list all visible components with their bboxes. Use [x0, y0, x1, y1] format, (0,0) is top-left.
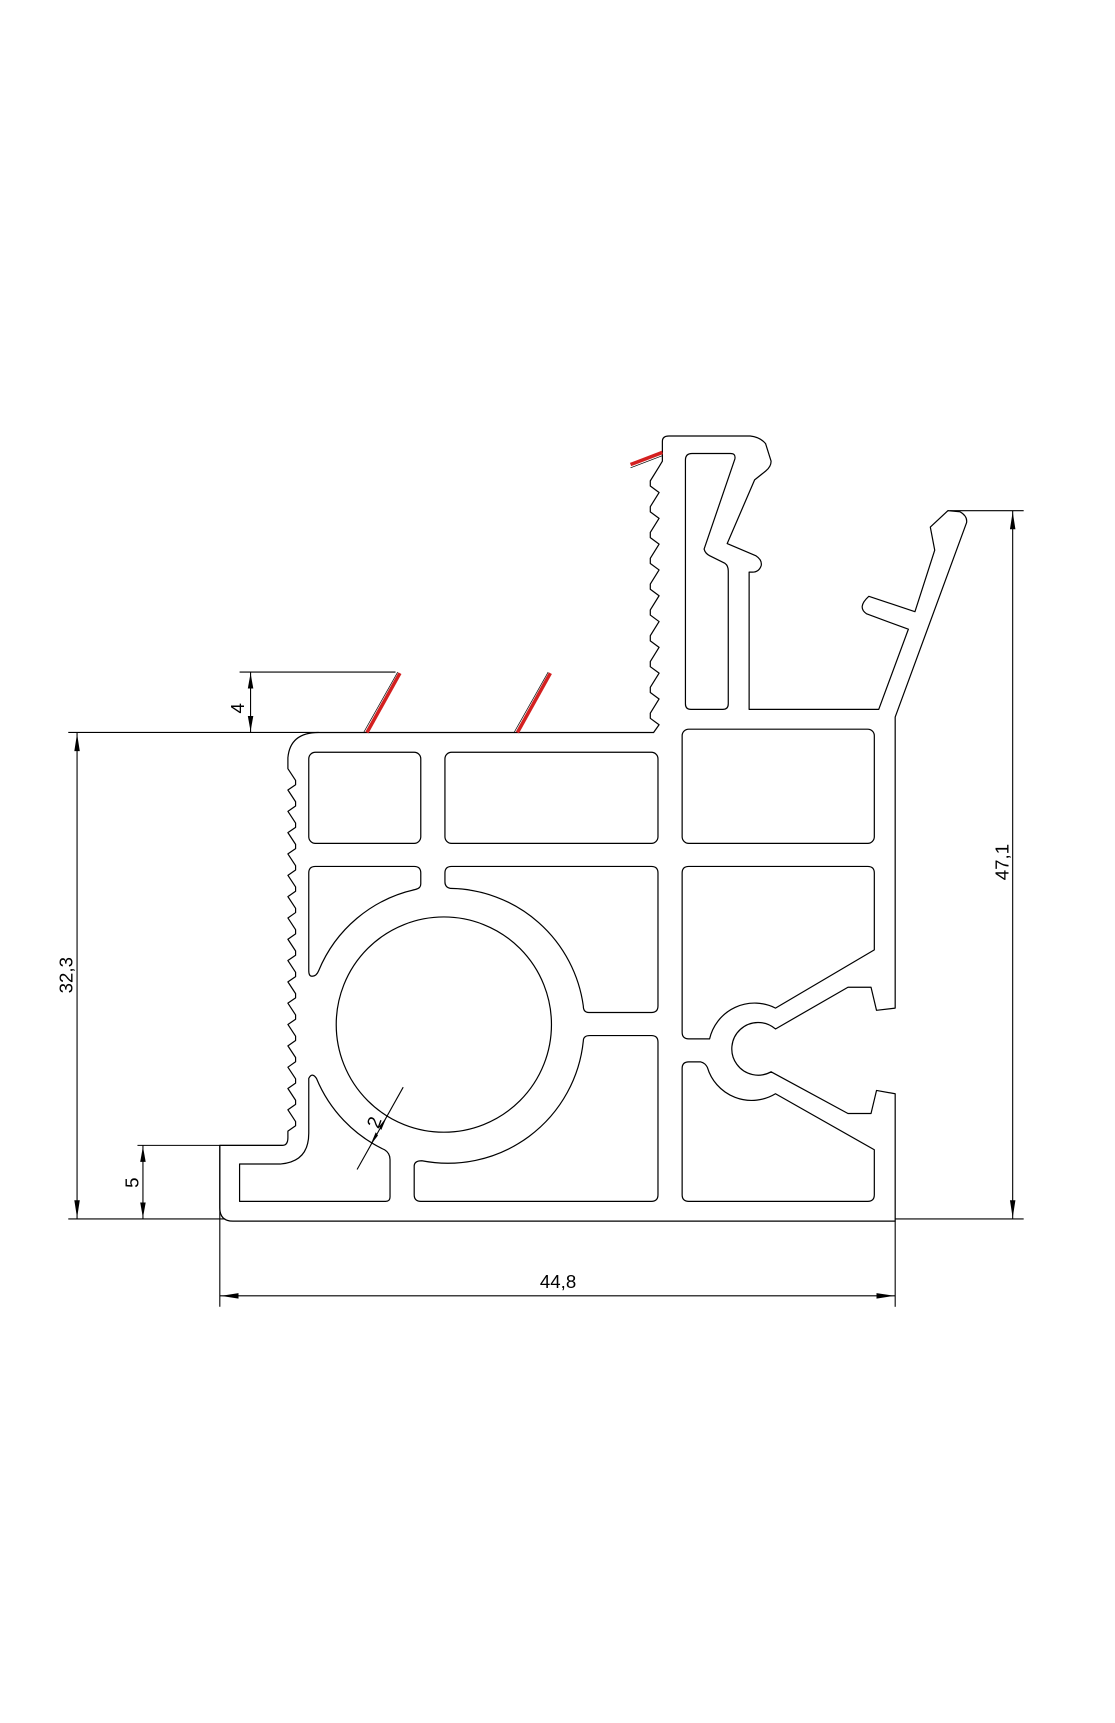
dimension-label-47-1: 47,1 [991, 844, 1012, 880]
dimension-width-total: 44,8 [219, 1145, 896, 1307]
seal-strip-left [365, 672, 402, 734]
cavity-second-middle [444, 865, 659, 1014]
cavity-bottom-left [238, 1074, 391, 1202]
dimension-label-5: 5 [122, 1178, 143, 1188]
cavity-top-middle [444, 751, 659, 844]
dimension-foot-height: 5 [122, 1144, 283, 1219]
seal-strip-top [629, 450, 663, 467]
cavity-second-left [308, 865, 422, 977]
seal-strips [363, 450, 663, 734]
dimension-wall-thickness: 2 [356, 1086, 404, 1170]
dimension-label-32-3: 32,3 [56, 957, 77, 993]
dimension-label-44-8: 44,8 [540, 1271, 576, 1292]
dimension-height-main: 32,3 [56, 731, 319, 1220]
cavity-second-right [681, 865, 875, 1040]
cavity-third-middle [413, 1034, 659, 1202]
profile-cavities [238, 452, 875, 1202]
seal-strip-middle [515, 672, 552, 734]
profile-outer-contour [219, 435, 968, 1222]
dimension-label-2: 2 [362, 1114, 385, 1131]
cavity-hook-slot [684, 452, 736, 711]
dimension-height-total: 47,1 [895, 510, 1024, 1220]
dimension-seal-height: 4 [227, 671, 396, 733]
screw-channel-circle [335, 916, 553, 1133]
cavity-third-right [681, 1061, 875, 1202]
cavity-top-right [681, 728, 875, 844]
cavity-top-left [308, 751, 422, 844]
dimension-label-4: 4 [227, 703, 248, 713]
